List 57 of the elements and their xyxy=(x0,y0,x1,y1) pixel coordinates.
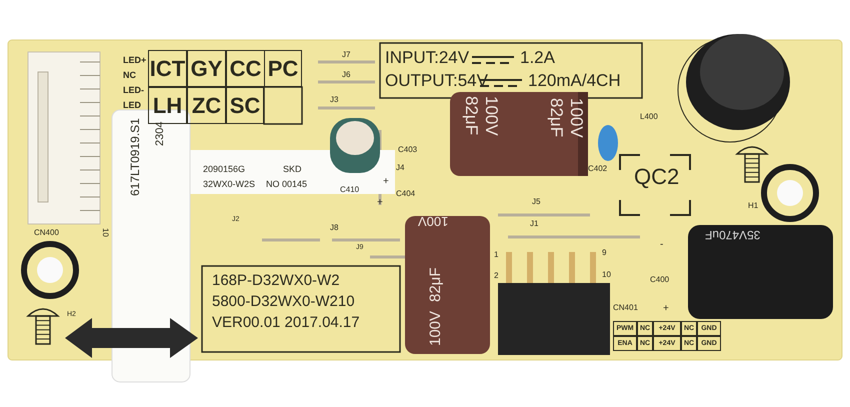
component-designator: 10 xyxy=(101,228,109,237)
component-designator: J8 xyxy=(330,224,338,232)
component-designator: C410 xyxy=(340,186,360,194)
capacitor-marking: 82μF xyxy=(463,96,480,136)
pin-label: LED- xyxy=(123,86,144,95)
silkscreen-code: ZC xyxy=(187,87,226,124)
component-designator: CN401 xyxy=(613,304,638,312)
capacitor-marking: 100V xyxy=(418,215,448,228)
silkscreen-code: LH xyxy=(148,87,187,124)
rating-text: INPUT:24V xyxy=(385,49,470,66)
pin-label: LED xyxy=(123,101,141,110)
component-designator: CN400 xyxy=(34,229,59,237)
component-designator: C402 xyxy=(588,165,608,173)
component-designator: C404 xyxy=(396,190,416,198)
silkscreen-code: ICT xyxy=(148,50,187,87)
component-designator: 2 xyxy=(494,272,498,280)
component-designator: H1 xyxy=(748,202,758,210)
component-designator: J6 xyxy=(342,71,350,79)
rating-text: OUTPUT:54V xyxy=(385,72,488,89)
component-designator: C403 xyxy=(398,146,418,154)
component-designator: 1 xyxy=(494,251,498,259)
sticker-text: 617LT0919.S1 xyxy=(129,118,141,196)
polarity-mark: + xyxy=(663,304,669,314)
rating-text: 1.2A xyxy=(520,49,555,66)
board-version-text: 5800-D32WX0-W210 xyxy=(212,294,355,309)
component-designator: J7 xyxy=(342,51,350,59)
capacitor-marking: 82μF xyxy=(548,98,565,138)
sticker-text: 32WX0-W2S xyxy=(203,180,256,189)
pin-label: NC xyxy=(123,71,136,80)
sticker-text: 2090156G xyxy=(203,165,246,174)
board-version-text: 168P-D32WX0-W2 xyxy=(212,273,340,288)
capacitor-marking: 100V xyxy=(428,310,443,346)
capacitor-marking: 35V470uF xyxy=(705,229,760,241)
component-designator: J3 xyxy=(330,96,338,104)
silkscreen-code: GY xyxy=(187,50,226,87)
component-designator: QC2 xyxy=(634,166,680,188)
capacitor-marking: 82μF xyxy=(428,268,443,302)
sticker-text: SKD xyxy=(283,165,302,174)
silkscreen-code: CC xyxy=(226,50,265,87)
polarity-mark: - xyxy=(660,240,664,250)
rating-text: 120mA/4CH xyxy=(528,72,621,89)
polarity-mark: + xyxy=(383,177,389,187)
component-designator: L400 xyxy=(640,113,658,121)
capacitor-marking: 100V xyxy=(483,96,500,136)
component-designator: C400 xyxy=(650,276,670,284)
component-designator: J1 xyxy=(530,220,538,228)
component-designator: J5 xyxy=(532,198,540,206)
pin-label: LED+ xyxy=(123,56,146,65)
component-designator: 10 xyxy=(602,271,611,279)
component-designator: J4 xyxy=(396,164,404,172)
silkscreen-code: PC xyxy=(264,50,302,87)
component-designator: 9 xyxy=(602,249,606,257)
board-version-text: VER00.01 2017.04.17 xyxy=(212,315,360,330)
silkscreen-code: SC xyxy=(226,87,264,124)
sticker-text: NO 00145 xyxy=(266,180,308,189)
polarity-mark: + xyxy=(377,198,383,208)
capacitor-marking: 100V xyxy=(568,98,585,138)
